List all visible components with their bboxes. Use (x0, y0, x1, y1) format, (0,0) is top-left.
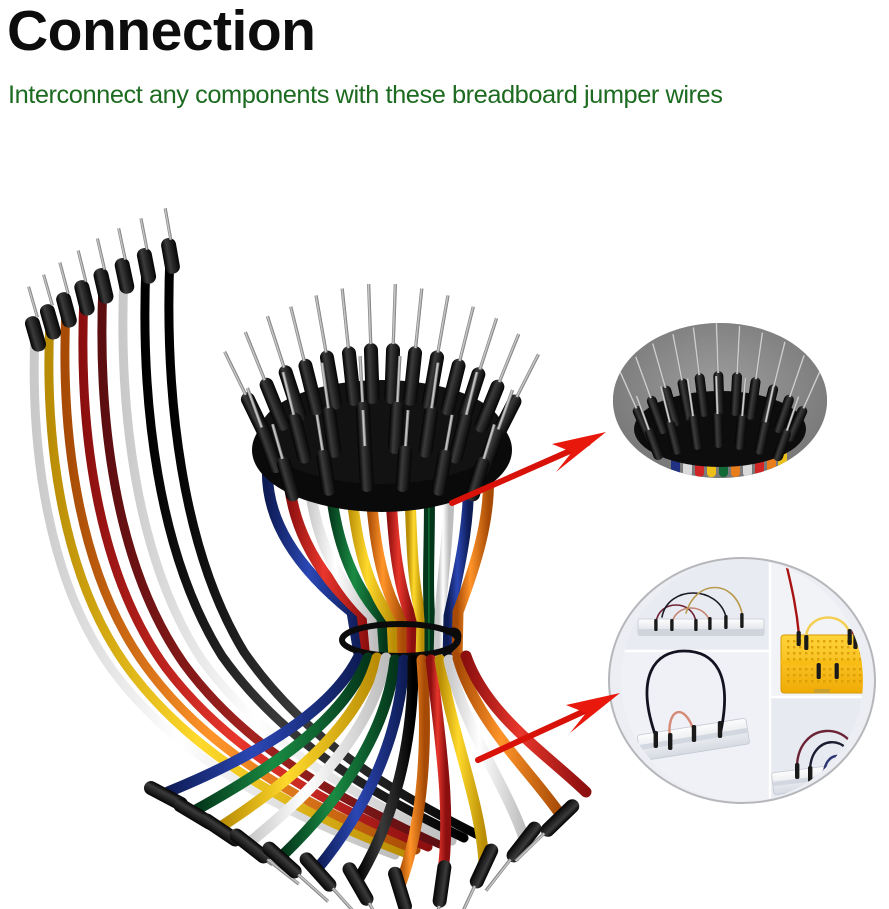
pin-header-closeup-art (613, 323, 827, 478)
jumper-wire-photo-illustration (24, 207, 592, 909)
left-fan-pin-headers (24, 207, 180, 352)
pin-header-closeup-inset[interactable] (613, 323, 827, 478)
breadboard-usage-collage-art (621, 559, 863, 802)
bottom-fan-pin-headers (143, 781, 580, 909)
pin-header-cluster-main (223, 284, 540, 512)
left-wire-fan (29, 249, 483, 860)
bottom-wire-fan (162, 650, 592, 892)
page-subtitle: Interconnect any components with these b… (8, 81, 723, 109)
top-left-breadboard (637, 586, 765, 636)
breadboard-usage-closeup-inset[interactable] (608, 557, 876, 804)
heading-block: Connection Interconnect any components w… (0, 0, 889, 120)
product-photo (0, 120, 889, 909)
page-title: Connection (7, 0, 316, 63)
